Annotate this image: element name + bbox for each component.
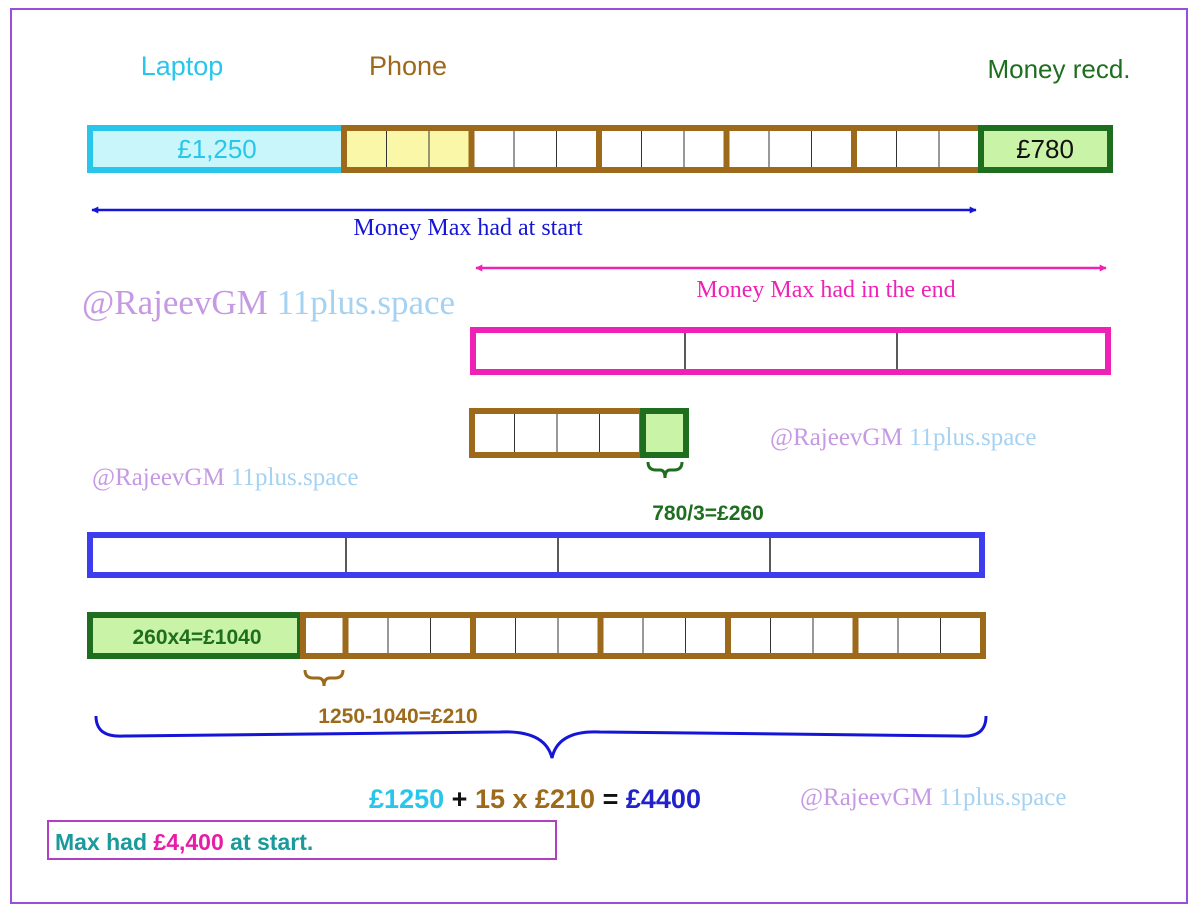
phone-unit xyxy=(472,614,516,657)
laptop-bar xyxy=(87,125,347,173)
received-bar xyxy=(978,125,1113,173)
start-arrow-label: Money Max had at start xyxy=(353,215,583,241)
phone-unit xyxy=(387,614,431,657)
phone-unit xyxy=(599,410,643,456)
phone-unit xyxy=(727,614,771,657)
watermark-site: 11plus.space xyxy=(231,464,359,491)
total-brace xyxy=(94,715,988,759)
received-value: £780 xyxy=(1016,134,1074,164)
answer-box: Max had £4,400 at start. xyxy=(47,820,557,860)
watermark-bottom: @RajeevGM 11plus.space xyxy=(800,784,1066,811)
phone-unit xyxy=(386,127,430,171)
unit-brace xyxy=(303,669,345,687)
equation-result: £4400 xyxy=(626,784,701,814)
answer-amount: £4,400 xyxy=(153,829,224,855)
laptop-part-calc: 260x4=£1040 xyxy=(132,626,261,649)
phone-label: Phone xyxy=(369,51,447,81)
phone-unit xyxy=(556,127,600,171)
watermark-site: 11plus.space xyxy=(909,424,1037,451)
phone-unit xyxy=(345,614,389,657)
phone-unit xyxy=(556,410,600,456)
phone-unit xyxy=(514,410,558,456)
phone-unit xyxy=(600,614,644,657)
phone-units-small xyxy=(469,408,645,458)
final-equation: £1250 + 15 x £210 = £4400 xyxy=(369,784,701,814)
phone-unit-group xyxy=(852,612,986,659)
laptop-label: Laptop xyxy=(141,51,224,81)
phone-unit xyxy=(938,127,982,171)
phone-unit xyxy=(557,614,601,657)
watermark-small: @RajeevGM 11plus.space xyxy=(92,464,358,491)
diagram-frame xyxy=(10,8,1188,904)
phone-unit xyxy=(430,614,474,657)
phone-unit xyxy=(770,614,814,657)
phone-unit xyxy=(855,614,899,657)
equation-phone-term: 15 x £210 xyxy=(475,784,595,814)
end-arrow-label: Money Max had in the end xyxy=(696,277,955,303)
watermark-site: 11plus.space xyxy=(939,784,1067,811)
money-received-label: Money recd. xyxy=(987,54,1130,84)
phone-units-top xyxy=(341,125,985,173)
received-brace xyxy=(646,461,684,479)
received-unit xyxy=(640,408,689,458)
share-calculation: 780/3=£260 xyxy=(652,502,764,525)
phone-unit xyxy=(515,614,559,657)
phone-unit xyxy=(896,127,940,171)
phone-unit xyxy=(642,614,686,657)
watermark-handle: @RajeevGM xyxy=(800,784,933,811)
phone-unit xyxy=(683,127,727,171)
watermark-handle: @RajeevGM xyxy=(770,424,903,451)
phone-unit xyxy=(812,614,856,657)
phone-unit xyxy=(811,127,855,171)
phone-unit xyxy=(343,127,387,171)
phone-units-bottom xyxy=(300,612,986,659)
phone-unit xyxy=(768,127,812,171)
phone-unit xyxy=(897,614,941,657)
watermark-large: @RajeevGM 11plus.space xyxy=(82,283,455,322)
answer-suffix: at start. xyxy=(223,829,314,855)
phone-unit xyxy=(302,614,346,657)
phone-unit xyxy=(471,127,515,171)
watermark-medium: @RajeevGM 11plus.space xyxy=(770,424,1036,451)
phone-unit xyxy=(853,127,897,171)
unit-calculation: 1250-1040=£210 xyxy=(318,705,477,728)
answer-prefix: Max had xyxy=(55,829,154,855)
phone-unit xyxy=(685,614,729,657)
equation-laptop-term: £1250 xyxy=(369,784,444,814)
phone-unit xyxy=(598,127,642,171)
phone-unit xyxy=(428,127,472,171)
watermark-handle: @RajeevGM xyxy=(82,283,268,322)
phone-unit xyxy=(940,614,984,657)
laptop-value: £1,250 xyxy=(177,134,257,164)
watermark-handle: @RajeevGM xyxy=(92,464,225,491)
end-money-bar xyxy=(470,327,1111,375)
phone-unit xyxy=(513,127,557,171)
watermark-site: 11plus.space xyxy=(277,283,456,322)
phone-unit xyxy=(471,410,515,456)
phone-unit xyxy=(641,127,685,171)
start-money-bar xyxy=(87,532,985,578)
phone-unit xyxy=(726,127,770,171)
